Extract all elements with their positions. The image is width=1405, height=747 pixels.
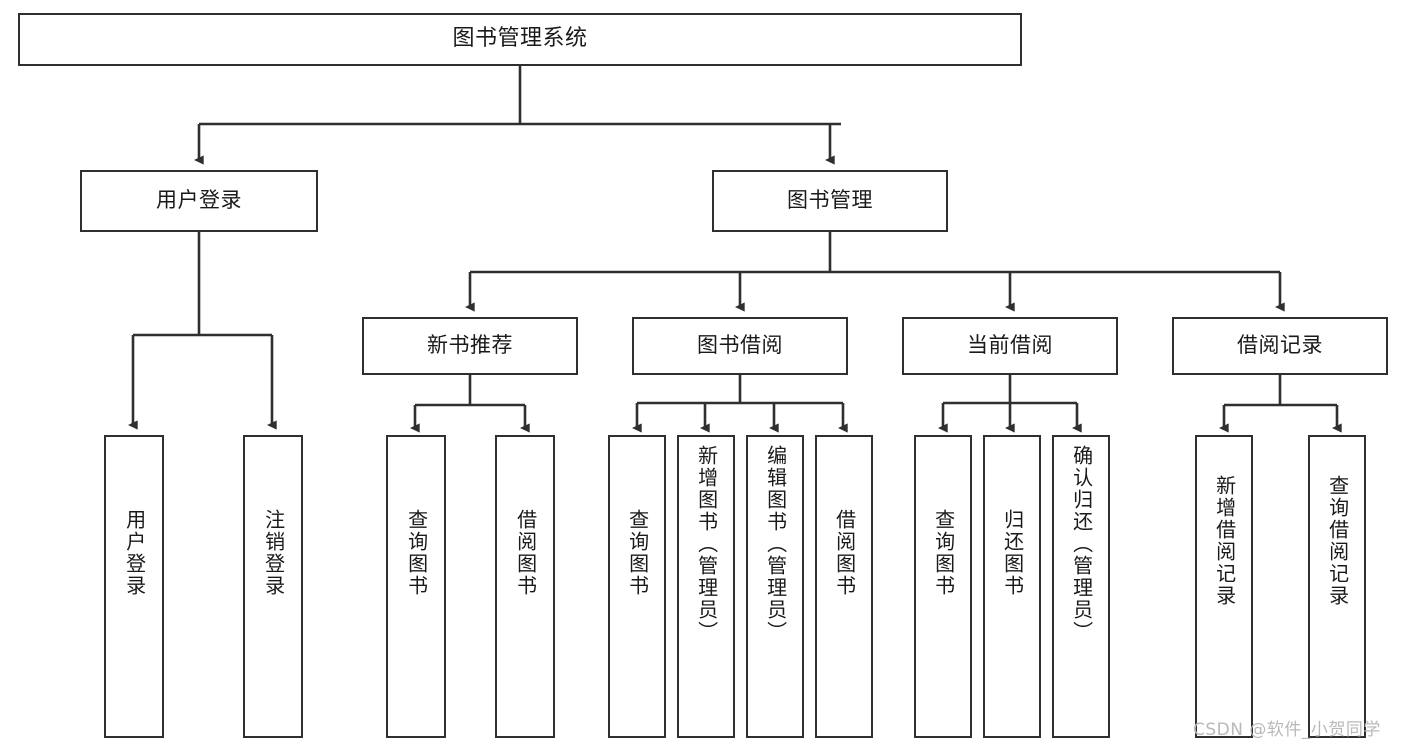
node-new-book-recommend-label: 新书推荐 xyxy=(427,333,513,358)
node-leaf-query-book-2-label: 查询图书 xyxy=(625,509,650,597)
node-book-borrow-label: 图书借阅 xyxy=(697,333,783,358)
node-leaf-return-book[interactable]: 归还图书 xyxy=(983,435,1041,738)
node-root[interactable]: 图书管理系统 xyxy=(18,13,1022,66)
node-leaf-borrow-book-1[interactable]: 借阅图书 xyxy=(495,435,555,738)
node-leaf-borrow-book-1-label: 借阅图书 xyxy=(513,509,538,597)
node-leaf-add-record-label: 新增借阅记录 xyxy=(1212,475,1237,607)
node-leaf-user-login[interactable]: 用户登录 xyxy=(104,435,164,738)
node-leaf-user-logout-label: 注销登录 xyxy=(261,509,286,597)
node-borrow-record[interactable]: 借阅记录 xyxy=(1172,317,1388,375)
node-leaf-user-login-label: 用户登录 xyxy=(122,509,147,597)
node-user-login[interactable]: 用户登录 xyxy=(80,170,318,232)
node-leaf-add-record[interactable]: 新增借阅记录 xyxy=(1195,435,1253,738)
node-leaf-query-book-3[interactable]: 查询图书 xyxy=(914,435,972,738)
node-leaf-user-logout[interactable]: 注销登录 xyxy=(243,435,303,738)
node-current-borrow-label: 当前借阅 xyxy=(967,333,1053,358)
node-leaf-query-book-3-label: 查询图书 xyxy=(931,509,956,597)
node-leaf-query-book-1-label: 查询图书 xyxy=(404,509,429,597)
node-new-book-recommend[interactable]: 新书推荐 xyxy=(362,317,578,375)
node-user-login-label: 用户登录 xyxy=(156,188,242,213)
node-leaf-borrow-book-2[interactable]: 借阅图书 xyxy=(815,435,873,738)
node-borrow-record-label: 借阅记录 xyxy=(1237,333,1323,358)
node-book-manage-label: 图书管理 xyxy=(787,188,873,213)
node-leaf-edit-book-label: 编辑图书（管理员） xyxy=(763,445,788,643)
node-leaf-borrow-book-2-label: 借阅图书 xyxy=(832,509,857,597)
csdn-watermark: CSDN @软件_小贺同学 xyxy=(1193,720,1381,740)
node-leaf-query-book-2[interactable]: 查询图书 xyxy=(608,435,666,738)
node-leaf-query-book-1[interactable]: 查询图书 xyxy=(386,435,446,738)
node-leaf-add-book[interactable]: 新增图书（管理员） xyxy=(677,435,735,738)
node-leaf-confirm-return[interactable]: 确认归还（管理员） xyxy=(1052,435,1110,738)
node-leaf-query-record-label: 查询借阅记录 xyxy=(1325,475,1350,607)
node-root-label: 图书管理系统 xyxy=(452,26,588,52)
node-leaf-query-record[interactable]: 查询借阅记录 xyxy=(1308,435,1366,738)
node-book-borrow[interactable]: 图书借阅 xyxy=(632,317,848,375)
node-leaf-add-book-label: 新增图书（管理员） xyxy=(694,445,719,643)
node-leaf-edit-book[interactable]: 编辑图书（管理员） xyxy=(746,435,804,738)
node-leaf-return-book-label: 归还图书 xyxy=(1000,509,1025,597)
node-book-manage[interactable]: 图书管理 xyxy=(712,170,948,232)
node-leaf-confirm-return-label: 确认归还（管理员） xyxy=(1069,445,1094,643)
node-current-borrow[interactable]: 当前借阅 xyxy=(902,317,1118,375)
